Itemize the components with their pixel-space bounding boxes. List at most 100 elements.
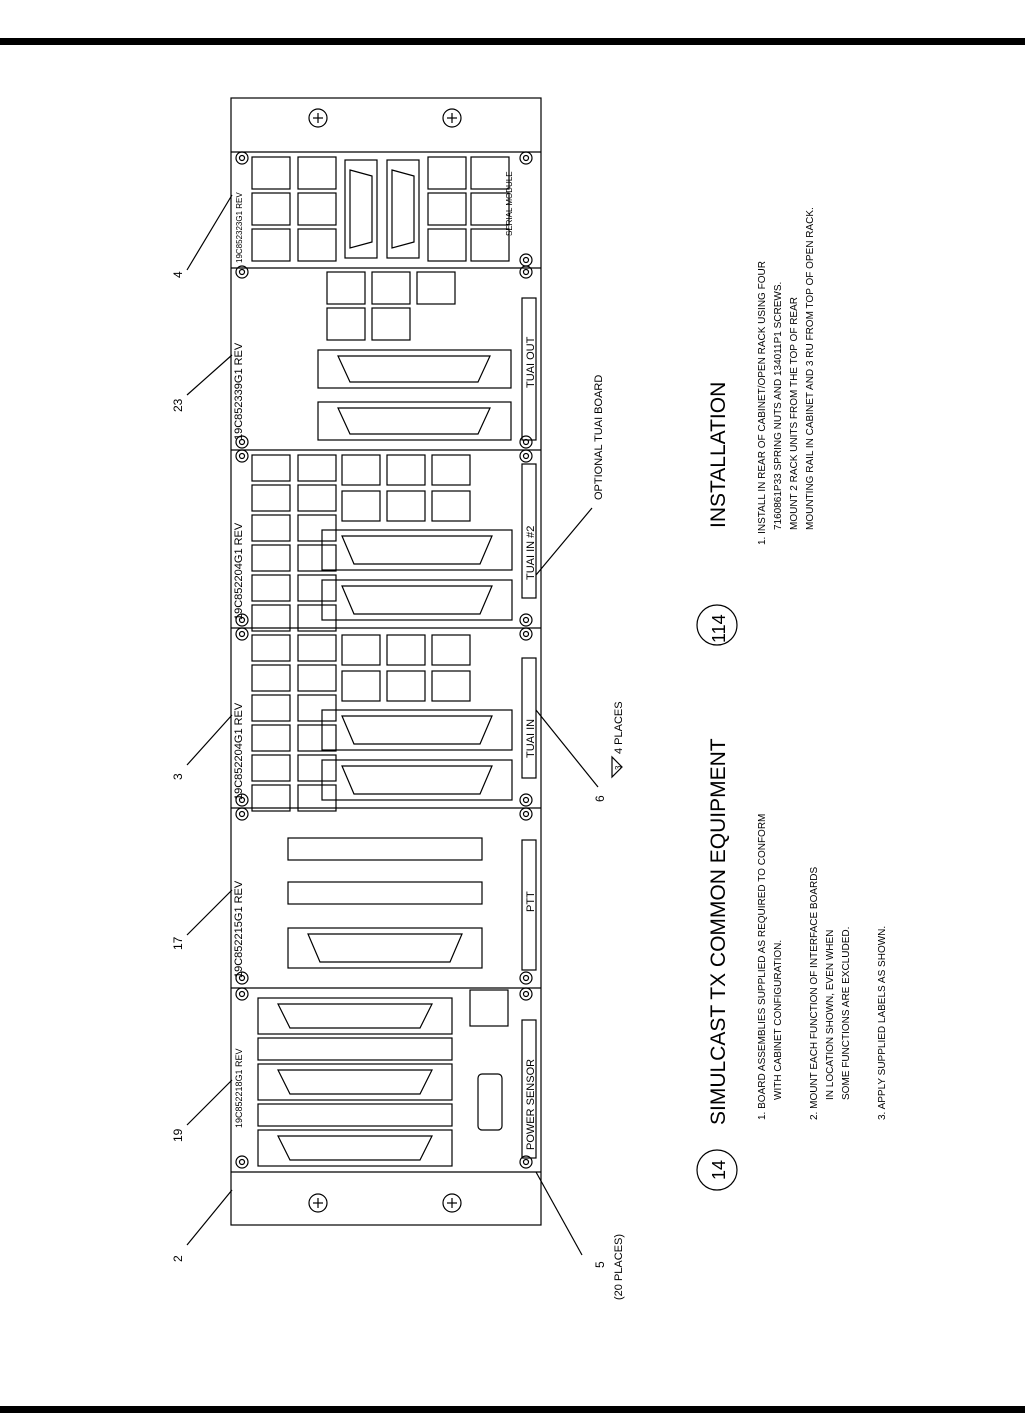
tuai-in-part-number: 19C852204G1 REV xyxy=(233,702,245,800)
installation-badge-number: 114 xyxy=(709,614,729,643)
rj-jack xyxy=(297,664,337,692)
rj-jack xyxy=(297,784,337,812)
rj-jack xyxy=(251,604,291,632)
note-line: 1. BOARD ASSEMBLIES SUPPLIED AS REQUIRED… xyxy=(757,814,768,1120)
callout-4: 4 xyxy=(171,271,185,278)
note-line: MOUNTING RAIL IN CABINET AND 3 RU FROM T… xyxy=(805,207,816,530)
rack-mount-hole xyxy=(442,1193,462,1213)
screw-icon xyxy=(519,613,533,627)
rj-jack xyxy=(431,490,471,522)
rj-jack xyxy=(297,574,337,602)
rj-jack xyxy=(341,634,381,666)
bottom-rule xyxy=(0,1406,1025,1413)
screw-icon xyxy=(235,971,249,985)
note-line: 7160861P33 SPRING NUTS AND 134011P1 SCRE… xyxy=(773,282,784,530)
tuai-in2-label: TUAI IN #2 xyxy=(525,526,537,580)
power-sensor-label: POWER SENSOR xyxy=(525,1059,537,1150)
screw-icon xyxy=(519,435,533,449)
screw-icon xyxy=(519,265,533,279)
serial-rj-jacks xyxy=(251,156,510,262)
screw-icon xyxy=(235,807,249,821)
rj-jack xyxy=(297,484,337,512)
installation-title: INSTALLATION xyxy=(707,382,730,528)
rack-mount-hole xyxy=(308,108,328,128)
screw-icon xyxy=(235,987,249,1001)
rj-jack xyxy=(297,724,337,752)
rj-jack xyxy=(431,634,471,666)
screw-icon xyxy=(519,151,533,165)
rj-jack xyxy=(431,454,471,486)
screw-icon xyxy=(235,627,249,641)
tuai-in-label: TUAI IN xyxy=(525,719,537,758)
screw-icon xyxy=(519,793,533,807)
screw-icon xyxy=(519,807,533,821)
rj-jack xyxy=(297,544,337,572)
tuai-in-board xyxy=(321,657,537,801)
board-screws xyxy=(235,151,533,1169)
rj-jack xyxy=(297,604,337,632)
ptt-label: PTT xyxy=(525,891,537,912)
screw-icon xyxy=(235,1155,249,1169)
rack-panel-frame xyxy=(230,97,542,1226)
note-line: 3. APPLY SUPPLIED LABELS AS SHOWN. xyxy=(877,926,888,1120)
simulcast-title: SIMULCAST TX COMMON EQUIPMENT xyxy=(707,738,730,1125)
callout-2: 2 xyxy=(171,1255,185,1262)
rj-jack xyxy=(341,490,381,522)
note-line: IN LOCATION SHOWN, EVEN WHEN xyxy=(825,930,836,1100)
tuai-jack-grid xyxy=(251,454,471,812)
optional-tuai-board-callout: OPTIONAL TUAI BOARD xyxy=(593,375,605,500)
screw-icon xyxy=(235,613,249,627)
rj-jack xyxy=(386,454,426,486)
screw-icon xyxy=(235,151,249,165)
note-line: WITH CABINET CONFIGURATION. xyxy=(773,940,784,1100)
screw-icon xyxy=(519,449,533,463)
rj-jack xyxy=(297,694,337,722)
rj-jack xyxy=(251,544,291,572)
screw-icon xyxy=(235,449,249,463)
serial-part-number: 19C852323G1 REV xyxy=(235,192,244,263)
rj-jack xyxy=(251,754,291,782)
rj-jack xyxy=(297,454,337,482)
rj-jack xyxy=(251,574,291,602)
callout-6-note: 4 PLACES xyxy=(613,701,625,754)
rj-jack xyxy=(251,454,291,482)
callout-17: 17 xyxy=(171,936,185,950)
tuai-out-connectors xyxy=(317,271,537,441)
rj-jack xyxy=(297,514,337,542)
rj-jack xyxy=(251,724,291,752)
tuai-out-part-number: 19C852339G1 REV xyxy=(233,342,245,440)
callout-6-flag: 3 xyxy=(614,765,623,770)
screw-icon xyxy=(519,1155,533,1169)
callout-23: 23 xyxy=(171,398,185,412)
callout-3: 3 xyxy=(171,773,185,780)
callout-5: 5 xyxy=(593,1261,607,1268)
screw-icon xyxy=(235,793,249,807)
installation-notes: 1. INSTALL IN REAR OF CABINET/OPEN RACK … xyxy=(757,207,816,545)
screw-icon xyxy=(519,627,533,641)
note-line: SOME FUNCTIONS ARE EXCLUDED. xyxy=(841,927,852,1100)
callout-5-note: (20 PLACES) xyxy=(613,1234,625,1300)
rj-jack xyxy=(251,634,291,662)
rj-jack xyxy=(251,514,291,542)
rj-jack xyxy=(386,634,426,666)
top-rule xyxy=(0,38,1025,45)
note-line: 1. INSTALL IN REAR OF CABINET/OPEN RACK … xyxy=(757,261,768,545)
simulcast-badge-number: 14 xyxy=(709,1160,729,1180)
rack-mount-hole xyxy=(442,108,462,128)
ptt-part-number: 19C852215G1 REV xyxy=(233,880,245,978)
tuai-in2-part-number: 19C852204G1 REV xyxy=(233,522,245,620)
rj-jack xyxy=(251,484,291,512)
note-flag-triangle xyxy=(611,755,623,779)
note-line: MOUNT 2 RACK UNITS FROM THE TOP OF REAR xyxy=(789,297,800,530)
rj-jack xyxy=(251,664,291,692)
callout-6: 6 xyxy=(593,795,607,802)
rj-jack xyxy=(386,670,426,702)
rj-jack xyxy=(297,634,337,662)
screw-icon xyxy=(519,971,533,985)
badge-14 xyxy=(696,1149,738,1191)
rj-jack xyxy=(297,754,337,782)
rj-jack xyxy=(341,670,381,702)
rj-jack xyxy=(251,784,291,812)
power-part-number: 19C852218G1 REV xyxy=(234,1048,244,1128)
